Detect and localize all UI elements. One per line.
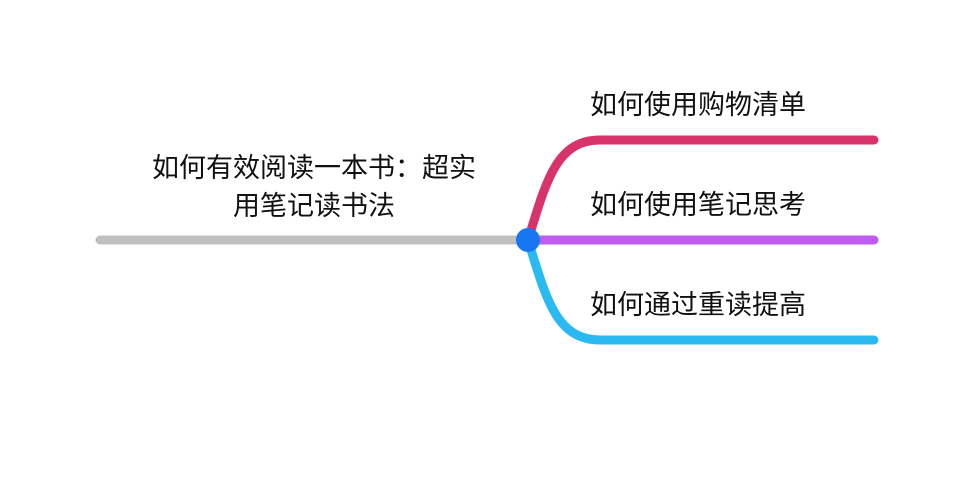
branch-topic-shopping-list[interactable]: 如何使用购物清单: [590, 90, 806, 121]
center-node-dot[interactable]: [516, 228, 540, 252]
root-topic[interactable]: 如何有效阅读一本书：超实 用笔记读书法: [110, 150, 518, 226]
root-topic-line-2: 用笔记读书法: [233, 191, 395, 222]
branch-topic-rereading[interactable]: 如何通过重读提高: [590, 290, 806, 321]
branch-line-shopping-list[interactable]: [523, 135, 879, 245]
branch-topic-note-thinking[interactable]: 如何使用笔记思考: [590, 190, 806, 221]
branch-line-rereading[interactable]: [523, 235, 879, 345]
root-topic-line-1: 如何有效阅读一本书：超实: [152, 153, 476, 184]
